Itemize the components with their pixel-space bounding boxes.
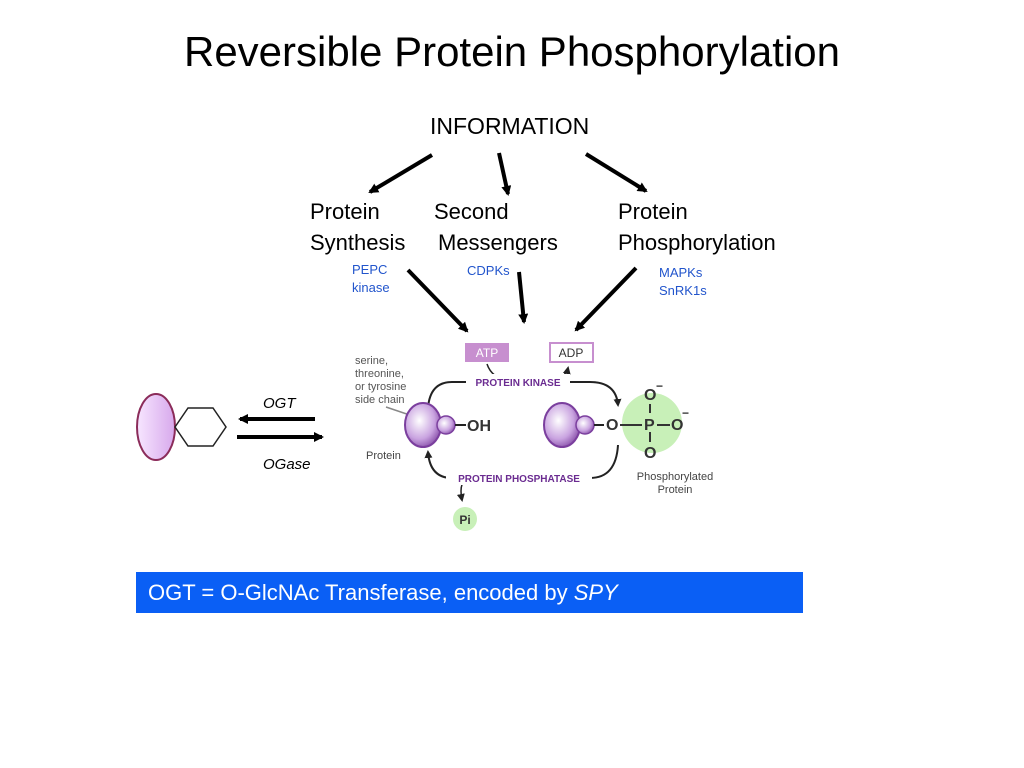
arrow-to-second-messengers — [497, 152, 512, 196]
protein-knob-right — [575, 415, 595, 435]
page-title: Reversible Protein Phosphorylation — [183, 28, 841, 75]
phospho-o-link: O — [606, 417, 618, 434]
protein-phosphorylation-line2: Phosphorylation — [618, 230, 776, 255]
side-chain-label: serine, threonine, or tyrosine side chai… — [355, 355, 406, 406]
phosphorylated-line2: Protein — [658, 484, 693, 496]
second-messengers-line2: Messengers — [438, 230, 558, 255]
phospho-p: P — [644, 417, 655, 434]
protein-kinase-label: PROTEIN KINASE — [475, 378, 560, 389]
phospho-o-top: O — [644, 387, 656, 404]
phospho-o-bottom: O — [644, 445, 656, 462]
phospho-o-right: O — [671, 417, 683, 434]
cdpks-label: CDPKs — [467, 263, 510, 278]
pepc-kinase-label: PEPC kinase — [352, 261, 390, 297]
kinase-label-bg — [466, 374, 570, 389]
mapks-line2: SnRK1s — [659, 283, 707, 298]
mapks-line1: MAPKs — [659, 265, 703, 280]
arrow-to-protein-phosphorylation — [584, 152, 648, 193]
second-messengers-label: Second Messengers — [434, 196, 558, 258]
phospho-minus-top: − — [656, 379, 663, 393]
banner-text: OGT = O-GlcNAc Transferase, encoded by — [148, 580, 574, 605]
phosphorylated-line1: Phosphorylated — [637, 471, 713, 483]
protein-body-left — [404, 402, 442, 448]
adp-text: ADP — [559, 346, 584, 360]
arrow-mapks-to-adp — [574, 266, 638, 332]
phospho-minus-right: − — [682, 406, 689, 420]
banner-spy: SPY — [573, 580, 618, 605]
arrow-pepc-to-atp — [406, 268, 469, 333]
protein-phosphorylation-line1: Protein — [618, 199, 688, 224]
pi-circle — [453, 507, 477, 531]
glcnac-hexagon — [174, 407, 227, 447]
phosphate-bg — [622, 393, 682, 453]
protein-synthesis-label: Protein Synthesis — [310, 196, 405, 258]
protein-body-right — [543, 402, 581, 448]
side-chain-line2: threonine, — [355, 368, 404, 380]
side-chain-line1: serine, — [355, 355, 388, 367]
arrow-cdpks-to-atp — [517, 271, 529, 324]
side-chain-line4: side chain — [355, 394, 405, 406]
glycoprotein-oval — [136, 393, 176, 461]
pi-text: Pi — [459, 513, 470, 527]
side-chain-line3: or tyrosine — [355, 381, 406, 393]
protein-synthesis-line2: Synthesis — [310, 230, 406, 255]
arrow-to-protein-synthesis — [368, 153, 434, 194]
protein-text: Protein — [366, 450, 401, 462]
ogt-definition-banner: OGT = O-GlcNAc Transferase, encoded by S… — [136, 572, 803, 613]
adp-box — [549, 342, 594, 363]
protein-synthesis-line1: Protein — [310, 199, 380, 224]
ogase-label: OGase — [263, 456, 311, 473]
phosphatase-label-bg — [446, 470, 592, 485]
protein-knob-left — [436, 415, 456, 435]
pepc-line2: kinase — [352, 280, 390, 295]
atp-box — [465, 343, 509, 362]
ogt-label: OGT — [263, 395, 297, 412]
oh-text: OH — [467, 418, 491, 435]
protein-phosphorylation-label: Protein Phosphorylation — [618, 196, 776, 258]
information-label: INFORMATION — [430, 113, 590, 139]
protein-phosphatase-label: PROTEIN PHOSPHATASE — [458, 474, 580, 485]
second-messengers-line1: Second — [434, 199, 509, 224]
pepc-line1: PEPC — [352, 262, 388, 277]
mapks-label: MAPKs SnRK1s — [659, 264, 707, 300]
atp-text: ATP — [476, 346, 498, 360]
